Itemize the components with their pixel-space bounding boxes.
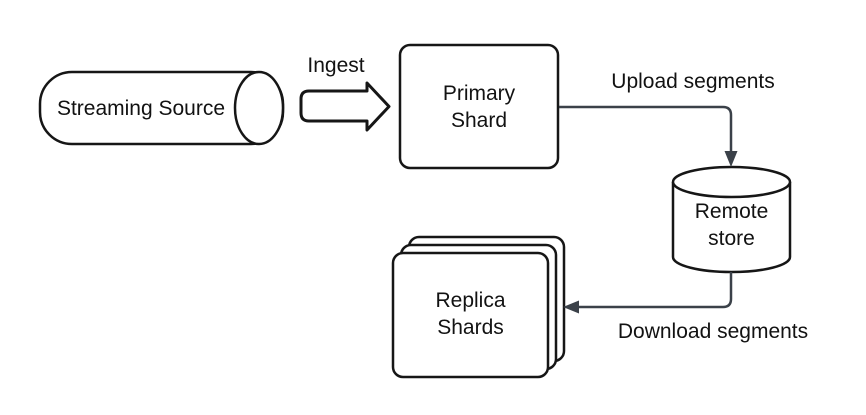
replica-shards-label: Replica Shards <box>393 287 548 341</box>
ingest-edge-label: Ingest <box>307 54 365 77</box>
replica-shards-label-line2: Shards <box>437 316 504 339</box>
remote-store-label: Remote store <box>673 198 790 252</box>
download-connector-line <box>578 272 733 309</box>
download-connector <box>563 272 733 314</box>
upload-connector <box>559 105 738 167</box>
replica-shards-label-line1: Replica <box>435 289 506 312</box>
remote-store-cylinder <box>671 165 792 274</box>
streaming-source-label: Streaming Source <box>56 97 226 120</box>
primary-shard-box <box>398 43 560 170</box>
primary-shard-label: Primary Shard <box>400 80 558 134</box>
replica-shard-card-front <box>391 251 550 379</box>
streaming-source-shape <box>38 70 285 146</box>
primary-shard-label-line2: Shard <box>450 109 508 132</box>
remote-store-label-line2: store <box>708 227 755 250</box>
download-arrowhead-icon <box>563 300 579 314</box>
streaming-source-end-cap <box>233 70 285 146</box>
primary-shard-label-line1: Primary <box>442 82 516 105</box>
remote-store-top-cap <box>671 165 792 199</box>
remote-store-body <box>671 182 792 274</box>
download-edge-label: Download segments <box>617 320 809 343</box>
ingest-block-arrow-icon <box>299 81 391 132</box>
replica-shards-stack <box>391 235 566 379</box>
upload-arrowhead-icon <box>724 151 738 167</box>
upload-connector-line <box>559 105 733 152</box>
upload-edge-label: Upload segments <box>611 70 775 93</box>
remote-store-label-line1: Remote <box>694 200 769 223</box>
